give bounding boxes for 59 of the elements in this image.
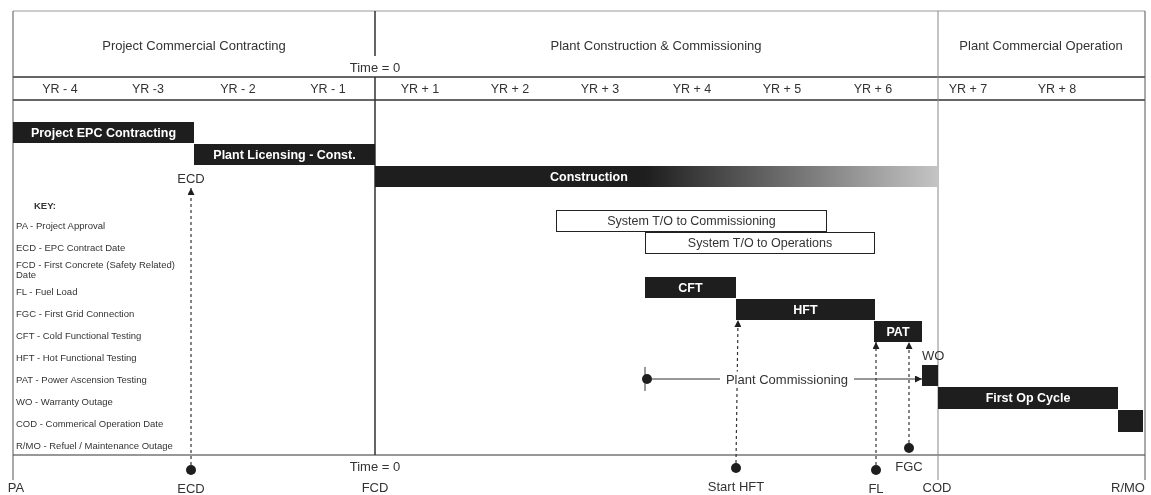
milestone-dot <box>904 443 914 453</box>
milestone-label: FL <box>868 480 884 495</box>
arrow <box>872 341 880 466</box>
activity-bar: PAT <box>874 321 922 342</box>
milestone-label: FGC <box>895 458 923 474</box>
activity-bar: HFT <box>736 299 875 320</box>
year-label: YR + 6 <box>853 82 893 96</box>
time-marker-label: Time = 0 <box>349 458 401 474</box>
key-entry: R/MO - Refuel / Maintenance Outage <box>16 441 173 451</box>
arrow <box>187 187 195 466</box>
year-label: YR - 4 <box>42 82 78 96</box>
phase-heading: Project Commercial Contracting <box>102 37 286 53</box>
milestone-label: R/MO <box>1111 479 1145 495</box>
milestone-label: COD <box>922 479 952 495</box>
outage-block <box>1118 410 1143 432</box>
key-entry: COD - Commerical Operation Date <box>16 419 164 429</box>
key-entry: HFT - Hot Functional Testing <box>16 353 137 363</box>
activity-bar: Project EPC Contracting <box>13 122 194 143</box>
year-label: YR - 1 <box>310 82 346 96</box>
key-entry: WO - Warranty Outage <box>16 397 113 407</box>
activity-bar: Plant Licensing - Const. <box>194 144 375 165</box>
year-label: YR + 1 <box>400 82 440 96</box>
milestone-label: Start HFT <box>707 478 765 494</box>
milestone-label: WO <box>922 348 945 363</box>
milestone-label: FCD <box>361 479 389 495</box>
phase-heading: Plant Construction & Commissioning <box>550 37 762 53</box>
arrow <box>905 341 913 444</box>
activity-bar: First Op Cycle <box>938 387 1118 409</box>
milestone-label: PA <box>7 479 25 495</box>
year-label: YR + 5 <box>762 82 802 96</box>
activity-bar: System T/O to Commissioning <box>556 210 827 232</box>
activity-bar: Construction <box>375 166 938 187</box>
year-label: YR + 7 <box>948 82 988 96</box>
year-label: YR -3 <box>132 82 164 96</box>
key-entry: ECD - EPC Contract Date <box>16 243 126 253</box>
key-entry: CFT - Cold Functional Testing <box>16 331 142 341</box>
key-entry: PA - Project Approval <box>16 221 106 231</box>
year-label: YR + 2 <box>490 82 530 96</box>
arrow <box>734 319 742 464</box>
year-label: YR + 8 <box>1037 82 1077 96</box>
key-heading: KEY: <box>34 199 56 211</box>
time-marker-label: Time = 0 <box>349 59 401 75</box>
milestone-label: ECD <box>174 171 208 188</box>
key-entry: FL - Fuel Load <box>16 287 78 297</box>
year-label: YR - 2 <box>220 82 256 96</box>
key-entry: FGC - First Grid Connection <box>16 309 135 319</box>
year-label: YR + 3 <box>580 82 620 96</box>
milestone-dot <box>186 465 196 475</box>
year-label: YR + 4 <box>672 82 712 96</box>
milestone-dot <box>731 463 741 473</box>
milestone-dot <box>642 374 652 384</box>
activity-bar: CFT <box>645 277 736 298</box>
key-entry: FCD - First Concrete (Safety Related) Date <box>16 260 176 280</box>
milestone-label: ECD <box>177 480 205 495</box>
milestone-dot <box>871 465 881 475</box>
key-entry: PAT - Power Ascension Testing <box>16 375 147 385</box>
activity-bar: System T/O to Operations <box>645 232 875 254</box>
edge-label: Plant Commissioning <box>719 371 855 387</box>
phase-heading: Plant Commercial Operation <box>959 37 1123 53</box>
